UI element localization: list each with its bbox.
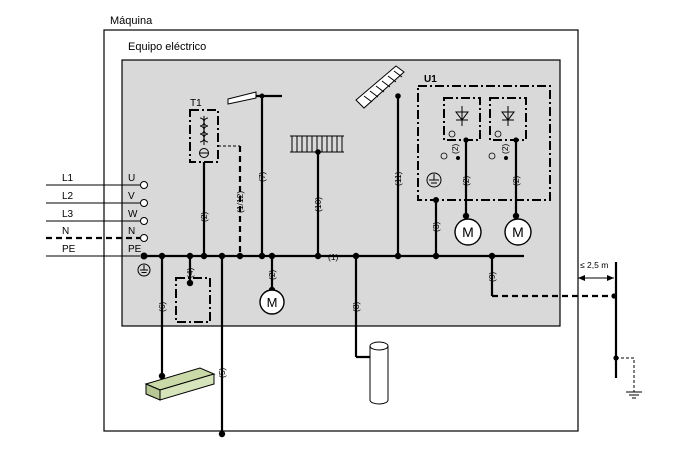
terminal-label-w: W [128,209,138,220]
drive-u1-enclosure [417,85,551,201]
equipment-label: Equipo eléctrico [128,41,206,53]
conductor-label-1: (1) [328,252,339,262]
terminal-n [140,234,148,242]
terminal-label-pe: PE [128,244,142,255]
motor-drive-b-label: M [512,224,524,240]
earth-icon [440,130,502,160]
terminal-v [140,199,148,207]
metal-pipe [369,341,389,405]
motor-drive-b [504,218,532,246]
machine-frame [103,29,579,432]
line-label-pe: PE [62,244,76,255]
converter-module-2 [489,97,527,141]
earth-symbol-pe [137,263,151,277]
motor-drive-a [454,218,482,246]
conductor-label-4: (4) [185,267,195,278]
conductor-label-7: (7) [257,171,267,182]
terminal-u [140,181,148,189]
conductor-label-1-12: (1/12) [235,191,245,213]
cable-tray [355,65,405,109]
conductor-label-2-drive-b: (2) [511,175,521,186]
terminal-label-u: U [128,173,135,184]
electrical-equipment-panel [121,59,561,327]
motor-bottom-label: M [267,295,278,310]
enclosure-4 [175,277,211,323]
line-label-n: N [62,226,69,237]
conductor-label-6: (6) [157,301,167,312]
terminal-w [140,217,148,225]
motor-bottom [259,289,285,315]
machine-label: Máquina [110,15,153,27]
transformer-label: T1 [190,98,202,109]
terminal-label-v: V [128,191,135,202]
conductor-label-2-motor: (2) [267,269,277,280]
conductor-label-8: (8) [351,301,361,312]
conductor-label-5: (5) [217,367,227,378]
motor-drive-a-label: M [462,224,474,240]
distance-indicator [578,275,614,281]
drive-label: U1 [424,74,437,85]
extraneous-conductive-part [144,367,216,401]
conductor-label-2-drive-inner-b: (2) [500,143,510,154]
conductor-label-11: (11) [393,171,403,186]
distance-label: ≤ 2,5 m [580,260,608,270]
line-label-l1: L1 [62,173,74,184]
conductor-label-2-drive-inner-a: (2) [450,143,460,154]
terminal-label-n: N [128,226,135,237]
lamp-fitting [227,91,282,105]
line-label-l3: L3 [62,209,74,220]
conductor-label-2-transformer: (2) [199,211,209,222]
conductor-label-10: (10) [313,197,323,212]
conductor-label-2-drive-a: (2) [461,175,471,186]
earth-dashed-link [616,357,635,392]
converter-module-1 [443,97,481,141]
conductor-label-9: (9) [487,271,497,282]
supply-lines: L1 L2 L3 N PE U V W N PE [46,173,148,257]
line-label-l2: L2 [62,191,74,202]
drive-earth-symbol [426,172,442,188]
ground-icon [626,391,642,399]
pe-terminal-dot [140,252,148,260]
conductor-label-3: (3) [431,221,441,232]
